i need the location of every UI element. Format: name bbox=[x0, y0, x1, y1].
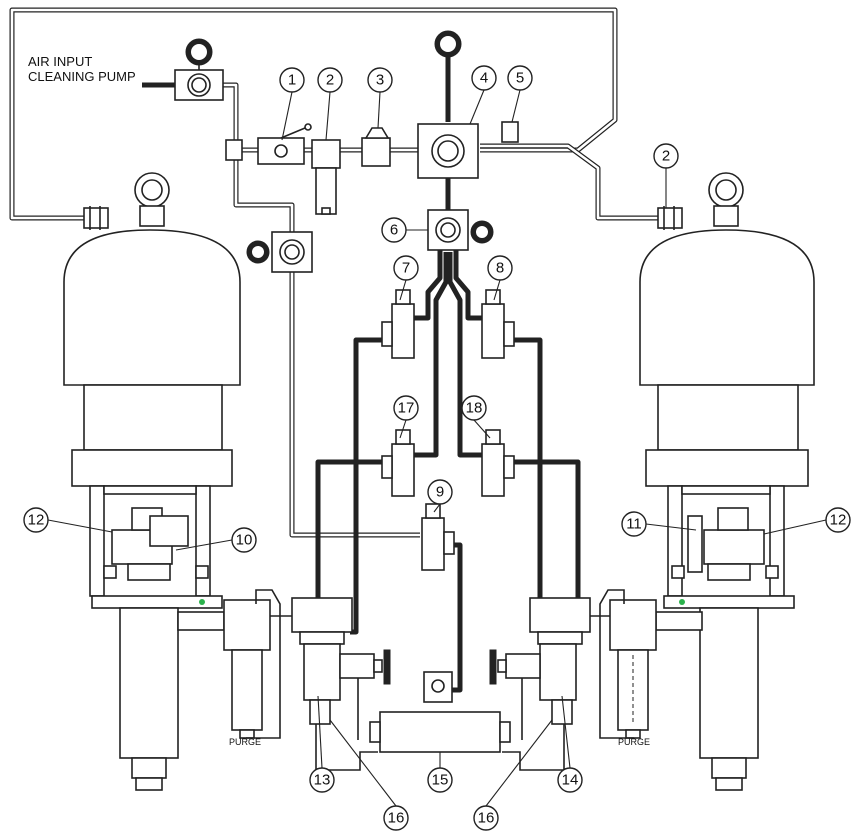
callout-9-text: 9 bbox=[436, 484, 444, 501]
callout-5-text: 5 bbox=[516, 70, 524, 87]
air-input-regulator bbox=[174, 38, 224, 101]
callout-15: 15 bbox=[427, 767, 453, 793]
callout-3-text: 3 bbox=[376, 72, 384, 89]
callout-18-text: 18 bbox=[466, 400, 483, 417]
callout-17: 17 bbox=[393, 395, 419, 421]
callout-16-left-text: 16 bbox=[388, 810, 405, 827]
left-filter bbox=[177, 589, 281, 739]
callout-2-left-text: 2 bbox=[326, 72, 334, 89]
right-pump bbox=[639, 172, 815, 791]
solenoid-valve-7 bbox=[381, 289, 415, 359]
callout-15-text: 15 bbox=[432, 772, 449, 789]
callout-8-text: 8 bbox=[496, 260, 504, 277]
callout-1: 1 bbox=[279, 67, 305, 93]
callout-16-left: 16 bbox=[383, 805, 409, 831]
air-input-label: AIR INPUT bbox=[28, 54, 92, 69]
callout-4: 4 bbox=[471, 65, 497, 91]
solenoid-valve-17 bbox=[381, 429, 415, 497]
callouts bbox=[47, 89, 827, 807]
right-filter bbox=[599, 589, 703, 739]
callout-7-text: 7 bbox=[402, 260, 410, 277]
callout-16-right-text: 16 bbox=[478, 810, 495, 827]
callout-7: 7 bbox=[393, 255, 419, 281]
callout-13-text: 13 bbox=[314, 772, 331, 789]
regulator-6 bbox=[427, 209, 494, 251]
callout-3: 3 bbox=[367, 67, 393, 93]
callout-5: 5 bbox=[507, 65, 533, 91]
purge-label-left: PURGE bbox=[229, 737, 261, 747]
callout-4-text: 4 bbox=[480, 70, 488, 87]
callout-12-left-text: 12 bbox=[28, 512, 45, 529]
callout-12-right: 12 bbox=[825, 507, 851, 533]
callout-16-right: 16 bbox=[473, 805, 499, 831]
callout-17-text: 17 bbox=[398, 400, 415, 417]
callout-12-left: 12 bbox=[23, 507, 49, 533]
purge-label-right: PURGE bbox=[618, 737, 650, 747]
callout-18: 18 bbox=[461, 395, 487, 421]
callout-8: 8 bbox=[487, 255, 513, 281]
mixer-manifold bbox=[369, 671, 511, 753]
callout-2-right-text: 2 bbox=[662, 148, 670, 165]
solenoid-valve-8 bbox=[481, 289, 515, 359]
callout-2-left: 2 bbox=[317, 67, 343, 93]
callout-1-text: 1 bbox=[288, 72, 296, 89]
callout-2-right: 2 bbox=[653, 143, 679, 169]
callout-14-text: 14 bbox=[562, 772, 579, 789]
cleaning-pump-label: CLEANING PUMP bbox=[28, 69, 136, 84]
top-line-components bbox=[225, 30, 519, 215]
callout-10: 10 bbox=[231, 527, 257, 553]
left-pump bbox=[63, 172, 241, 791]
callout-13: 13 bbox=[309, 767, 335, 793]
callout-10-text: 10 bbox=[236, 532, 253, 549]
left-manifold bbox=[291, 597, 391, 771]
callout-6-text: 6 bbox=[390, 222, 398, 239]
right-manifold bbox=[489, 597, 591, 771]
solenoid-valve-18 bbox=[481, 429, 515, 497]
solenoid-valve-9 bbox=[421, 503, 455, 571]
side-regulator bbox=[246, 231, 313, 273]
callout-14: 14 bbox=[557, 767, 583, 793]
callout-11-text: 11 bbox=[626, 516, 642, 533]
callout-11: 11 bbox=[621, 511, 647, 537]
callout-9: 9 bbox=[427, 479, 453, 505]
callout-12-right-text: 12 bbox=[830, 512, 847, 529]
callout-6: 6 bbox=[381, 217, 407, 243]
